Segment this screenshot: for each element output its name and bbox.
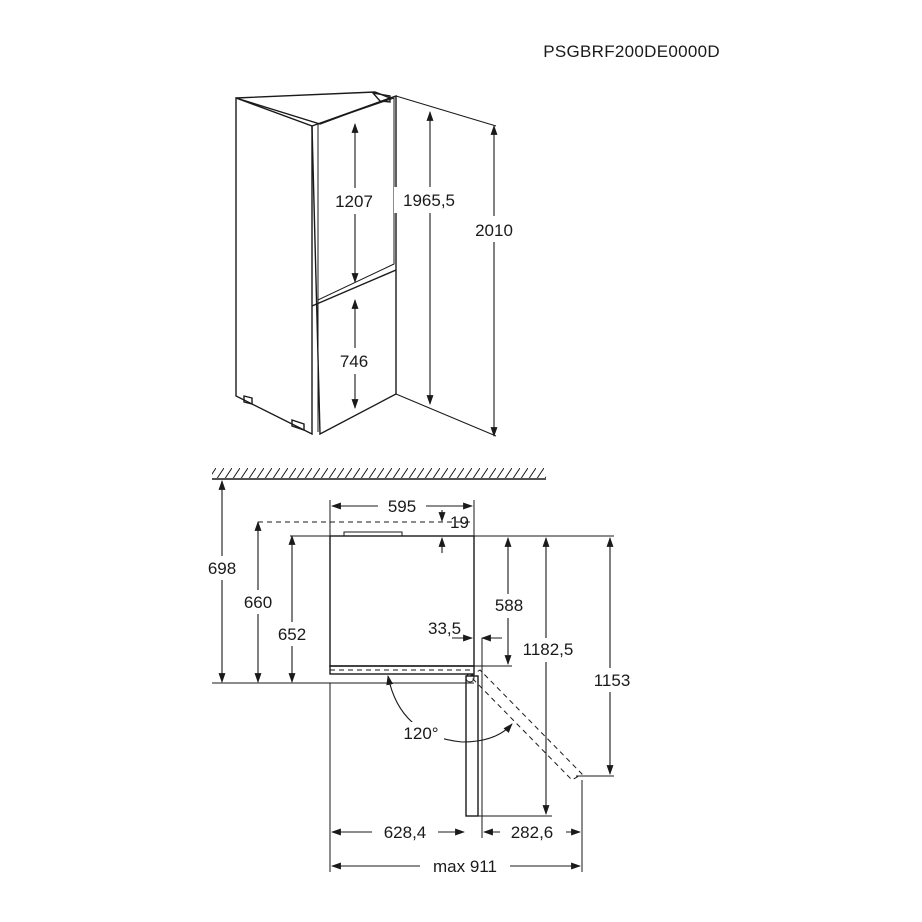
dim-width: 595 [388, 497, 416, 516]
top-hinge [371, 91, 391, 103]
dim-depth: 652 [278, 625, 306, 644]
model-code: PSGBRF200DE0000D [543, 42, 720, 61]
dim-freezer-door-height: 746 [340, 352, 368, 371]
fridge-top-face [235, 91, 392, 125]
dim-door-clearance: 33,5 [428, 619, 461, 638]
dim-cabinet-depth: 588 [495, 596, 523, 615]
dim-fridge-door-height: 1207 [335, 192, 373, 211]
fridge-side-panel [235, 96, 313, 436]
dim-handle-offset: 19 [450, 513, 469, 532]
fridge-door [317, 97, 395, 301]
dim-door-angle: 120° [403, 724, 438, 743]
door-open-90 [465, 675, 479, 817]
hinge-icon [465, 673, 475, 683]
dim-width-with-door: 628,4 [384, 823, 427, 842]
wall-hatch [212, 468, 546, 478]
fridge-plan-view: 698 660 652 595 19 588 33,5 [200, 468, 638, 876]
cabinet-outline [329, 535, 475, 667]
dim-cabinet-height: 1965,5 [403, 191, 455, 210]
dim-total-height: 2010 [475, 221, 513, 240]
dim-wall-to-front-max: 698 [208, 559, 236, 578]
foot-left [243, 395, 253, 405]
fridge-front-face [311, 95, 397, 436]
dim-door-overhang: 282,6 [511, 823, 554, 842]
fridge-iso-view: 1207 746 1965,5 2010 [235, 91, 519, 437]
foot-right [291, 419, 305, 431]
dim-wall-to-front: 660 [244, 593, 272, 612]
door-split [311, 269, 397, 307]
door-open-120 [469, 669, 583, 781]
dim-door-open-depth: 1182,5 [523, 640, 574, 659]
dim-door-swing-depth: 1153 [594, 671, 631, 690]
top-cover [343, 531, 403, 537]
dim-max-width: max 911 [433, 857, 497, 876]
